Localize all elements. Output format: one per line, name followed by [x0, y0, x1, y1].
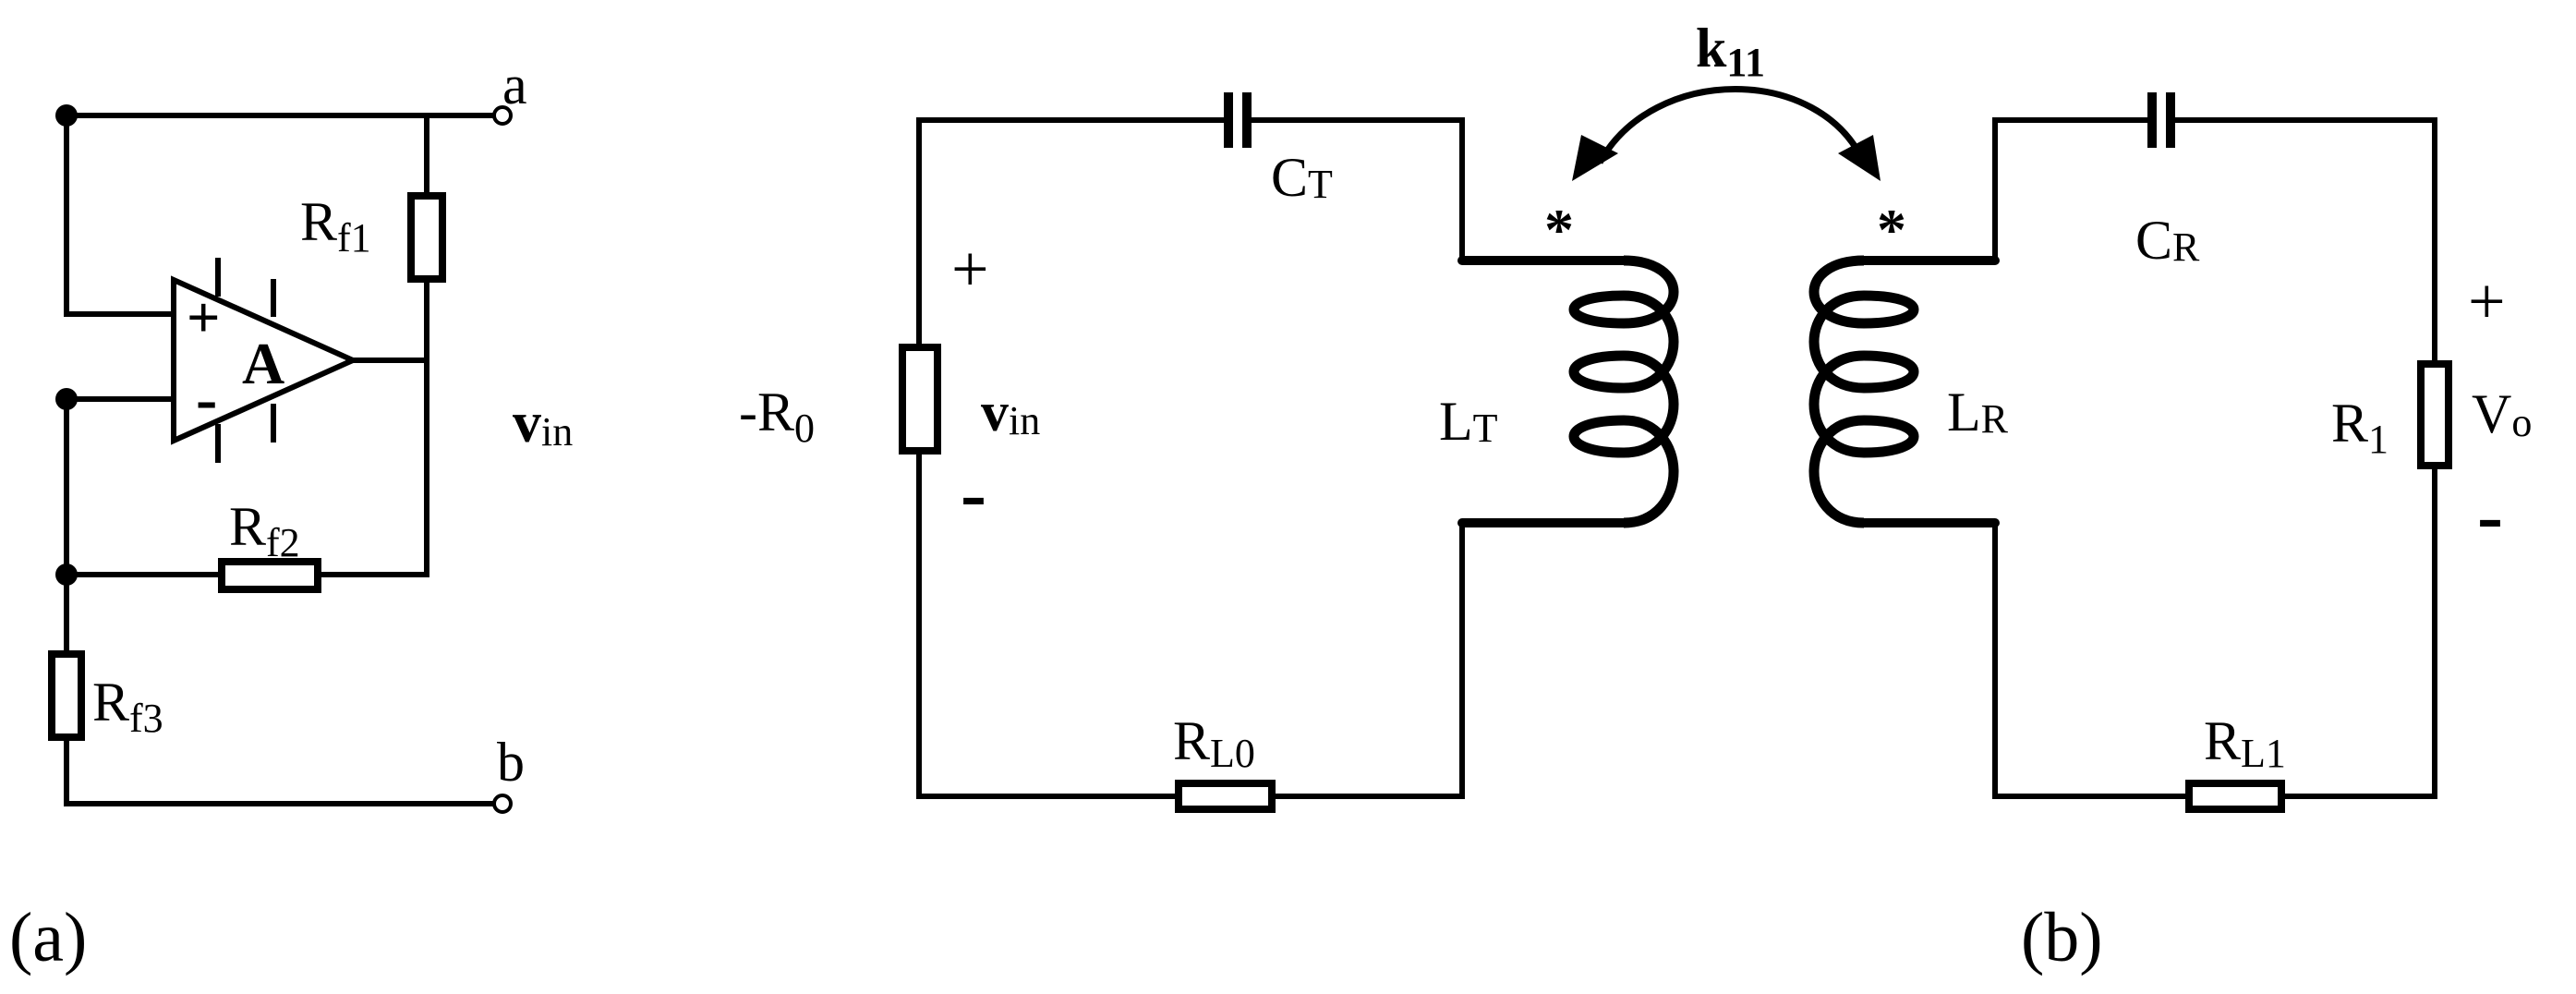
panel-a-circuit: [48, 104, 513, 814]
lr-label: LR: [1947, 382, 2009, 442]
terminal-b-label: b: [497, 732, 525, 793]
vin-minus-sign: -: [961, 451, 986, 537]
resistor-rl1: [2185, 780, 2285, 813]
dot-marker-left: *: [1544, 197, 1574, 262]
rl1-label: RL1: [2204, 710, 2286, 776]
neg-r0-label: -R0: [739, 382, 815, 451]
resistor-rf1: [407, 192, 446, 283]
coupling-arrowhead-left: [1572, 135, 1618, 181]
terminal-b: [492, 794, 513, 814]
resistor-rl0: [1175, 780, 1276, 813]
panel-b-caption: (b): [2021, 899, 2103, 976]
resistor-rf2: [218, 558, 321, 593]
ct-label: CT: [1271, 147, 1333, 208]
vin-plus-sign: +: [951, 232, 989, 306]
resistor-r1: [2417, 360, 2452, 469]
vo-label: Vo: [2472, 383, 2532, 445]
junction-dot-minus: [55, 388, 78, 410]
junction-dot-top: [55, 104, 78, 127]
coupling-label: k11: [1696, 18, 1765, 85]
inductor-lt-coil: [1568, 255, 1679, 528]
panel-a-caption: (a): [9, 899, 87, 976]
rf2-label: Rf2: [229, 496, 300, 565]
rf3-label: Rf3: [92, 672, 163, 741]
opamp-minus-sign: -: [196, 364, 217, 435]
dot-marker-right: *: [1877, 197, 1906, 262]
vo-plus-sign: +: [2468, 264, 2506, 338]
lt-label: LT: [1439, 391, 1498, 452]
panel-b-circuit: [899, 86, 2452, 813]
cr-label: CR: [2135, 210, 2200, 271]
vin-label-a: vin: [513, 392, 573, 455]
inductor-lr-coil: [1808, 255, 1919, 528]
r1-label: R1: [2331, 393, 2389, 462]
opamp-triangle: [171, 275, 360, 445]
opamp-plus-sign: +: [187, 285, 220, 350]
resistor-rf3: [48, 650, 85, 741]
opamp-label: A: [242, 331, 284, 396]
terminal-a: [492, 105, 513, 126]
terminal-a-label: a: [502, 55, 527, 115]
coupling-arrow-arc: [1596, 86, 1868, 164]
coupling-arrowhead-right: [1838, 135, 1881, 181]
resistor-neg-r0: [899, 344, 941, 455]
rl0-label: RL0: [1173, 710, 1255, 776]
junction-dot-rf: [55, 564, 78, 586]
rf1-label: Rf1: [300, 191, 371, 261]
vo-minus-sign: -: [2477, 473, 2503, 559]
vin-label-b: vin: [981, 382, 1040, 443]
